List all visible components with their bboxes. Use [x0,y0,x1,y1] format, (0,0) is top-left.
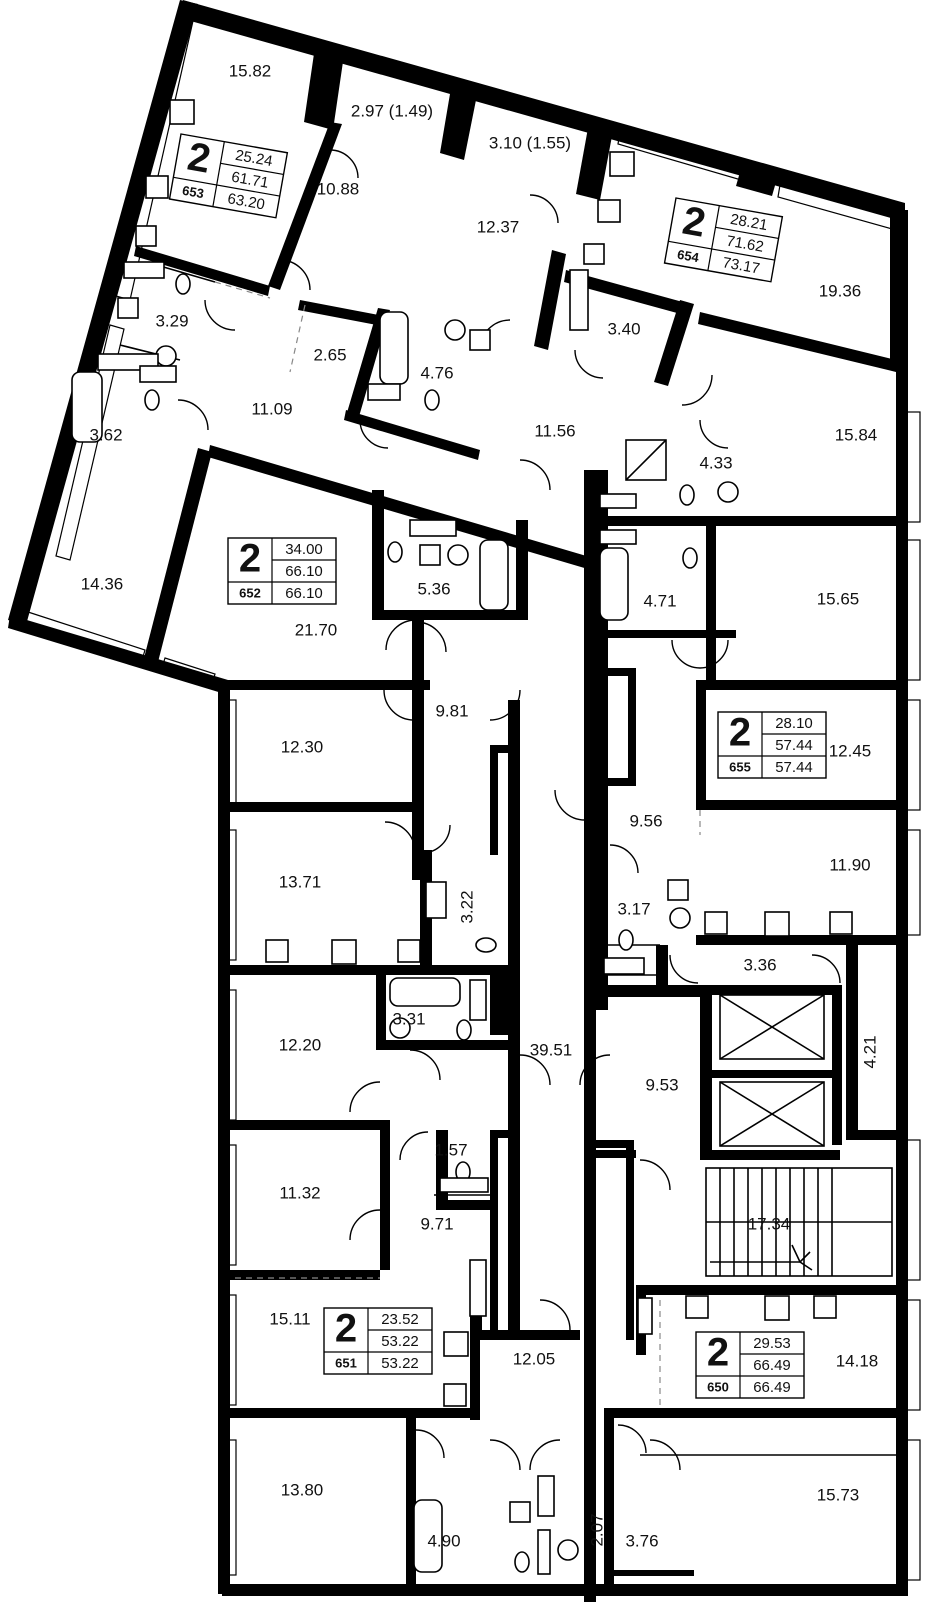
room-area-label: 11.32 [279,1183,320,1202]
apartment-area-value: 57.44 [775,737,813,754]
apartment-number: 653 [181,183,205,202]
apartment-area-value: 73.17 [721,254,761,277]
apartment-room-count: 2 [729,711,751,755]
room-area-label: 5.36 [417,579,450,598]
room-area-label: 11.56 [534,421,575,440]
room-area-label: 19.36 [819,281,862,300]
apartment-area-value: 23.52 [381,1311,419,1328]
exterior-walls [8,0,908,1596]
room-area-label: 11.09 [251,399,292,418]
room-area-label: 3.36 [743,955,776,974]
apartment-area-value: 28.21 [729,211,769,234]
apartment-number: 650 [707,1379,729,1394]
room-area-label: 11.90 [829,855,870,874]
room-area-label: 14.18 [836,1351,879,1370]
room-area-label: 12.45 [829,741,872,760]
elevator-shafts [719,994,825,1147]
room-area-label: 17.34 [748,1214,791,1233]
apartment-room-count: 2 [707,1331,729,1375]
apartment-room-count: 2 [239,537,261,581]
room-area-label: 2.07 [587,1513,606,1546]
apartment-area-value: 71.62 [725,233,765,256]
room-area-label: 1.57 [434,1140,467,1159]
room-area-label: 39.51 [530,1040,573,1059]
room-area-label: 12.30 [281,737,324,756]
apartment-area-value: 61.71 [230,169,270,192]
apartment-area-value: 28.10 [775,715,813,732]
room-area-label: 4.90 [427,1531,460,1550]
room-area-label: 12.05 [513,1349,556,1368]
room-area-label: 15.82 [229,61,272,80]
apartment-area-value: 34.00 [285,541,323,558]
room-area-label: 9.53 [645,1075,678,1094]
room-area-label: 3.22 [457,890,476,923]
room-area-label: 12.20 [279,1035,322,1054]
apartment-number: 652 [239,585,261,600]
room-area-label: 3.31 [392,1009,425,1028]
apartment-number: 651 [335,1355,357,1370]
apartment-area-value: 53.22 [381,1333,419,1350]
apartment-area-value: 66.49 [753,1379,791,1396]
apartment-area-value: 25.24 [234,147,274,170]
room-area-label: 4.33 [699,453,732,472]
room-area-label: 3.40 [607,319,640,338]
room-area-label: 4.71 [643,591,676,610]
apartment-number: 655 [729,759,751,774]
apartment-area-value: 53.22 [381,1355,419,1372]
room-area-label: 3.29 [155,311,188,330]
room-area-label: 4.76 [420,363,453,382]
room-area-label: 15.73 [817,1485,860,1504]
room-area-label: 21.70 [295,620,338,639]
apartment-651-box: 2 651 23.52 53.22 53.22 [323,1307,433,1375]
apartment-area-value: 66.10 [285,585,323,602]
staircase [705,1167,893,1277]
room-area-label: 15.65 [817,589,860,608]
room-area-labels: 15.82 2.97 (1.49) 10.88 3.10 (1.55) 12.37 19.… [81,61,880,1550]
apartment-650-box: 2 650 29.53 66.49 66.49 [695,1331,805,1399]
room-area-label: 3.17 [617,899,650,918]
fixtures [71,99,853,1575]
apartment-area-value: 66.10 [285,563,323,580]
room-area-label: 2.97 (1.49) [351,101,433,120]
apartment-area-value: 63.20 [226,190,266,213]
apartment-room-count: 2 [335,1307,357,1351]
room-area-label: 3.76 [625,1531,658,1550]
room-area-label: 13.71 [279,872,322,891]
room-area-label: 4.21 [860,1035,879,1068]
room-area-label: 9.71 [420,1214,453,1233]
apartment-number: 654 [676,247,701,266]
apartment-area-value: 66.49 [753,1357,791,1374]
room-area-label: 14.36 [81,574,124,593]
apartment-area-value: 57.44 [775,759,813,776]
room-area-label: 13.80 [281,1480,324,1499]
room-area-label: 9.56 [629,811,662,830]
room-area-label: 12.37 [477,217,520,236]
room-area-label: 15.84 [835,425,878,444]
room-area-label: 2.65 [313,345,346,364]
doors [177,149,841,1471]
apartment-655-box: 2 655 28.10 57.44 57.44 [717,711,827,779]
room-area-label: 10.88 [317,179,360,198]
apartment-652-box: 2 652 34.00 66.10 66.10 [227,537,337,605]
room-area-label: 15.11 [269,1309,310,1328]
apartment-area-value: 29.53 [753,1335,791,1352]
dashed-dividers [214,281,701,1410]
room-area-label: 3.62 [89,425,122,444]
room-area-label: 9.81 [435,701,468,720]
room-area-label: 3.10 (1.55) [489,133,571,152]
